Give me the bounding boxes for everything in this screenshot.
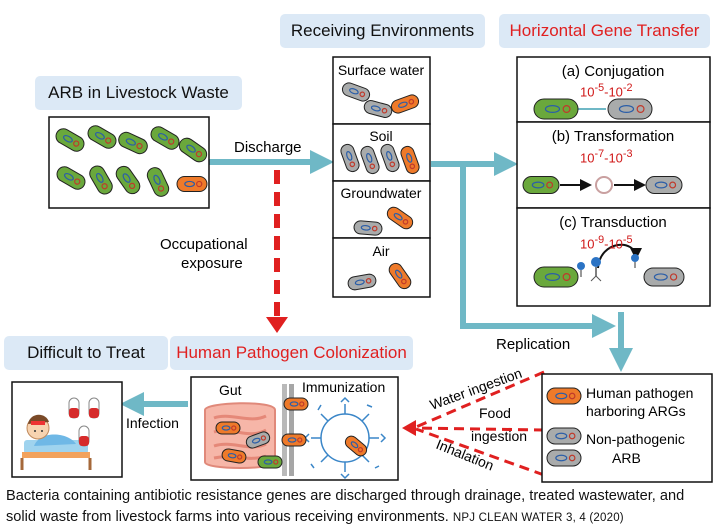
- bacterium-icon: [645, 176, 683, 194]
- transduction-label: (c) Transduction: [559, 214, 667, 231]
- bacterium-icon: [363, 100, 393, 118]
- caption-text: Bacteria containing antibiotic resistanc…: [6, 488, 685, 525]
- conjugation-label: (a) Conjugation: [562, 63, 665, 80]
- bacterium-icon: [221, 448, 247, 464]
- patient-illustration: [20, 414, 92, 470]
- bacterium-icon: [347, 273, 377, 291]
- receiving-environments-title: Receiving Environments: [280, 14, 485, 48]
- medicine-icons: [68, 397, 100, 447]
- human-pathogen-colonization-title: Human Pathogen Colonization: [170, 336, 413, 370]
- transformation-label: (b) Transformation: [552, 128, 675, 145]
- bacterium-icon: [178, 137, 208, 163]
- replication-label: Replication: [496, 336, 570, 353]
- legend-bacteria: [546, 387, 582, 467]
- env-label-soil: Soil: [369, 128, 392, 144]
- colonization-bacteria: [215, 397, 368, 469]
- hgt-illustrations: [560, 108, 646, 282]
- bacterium-icon: [388, 262, 412, 290]
- bacterium-icon: [360, 145, 380, 175]
- immunization-label: Immunization: [302, 379, 385, 395]
- discharge-label: Discharge: [234, 139, 302, 156]
- transformation-rate: 10-7-10-3: [580, 148, 633, 166]
- phage-icon-3: [631, 254, 639, 268]
- bacterium-icon: [546, 387, 582, 405]
- bacterium-icon: [400, 145, 420, 175]
- legend-nonpath-line2: ARB: [612, 450, 641, 466]
- legend-pathogen-line1: Human pathogen: [586, 385, 693, 401]
- difficult-to-treat-title: Difficult to Treat: [4, 336, 168, 370]
- bacterium-icon: [245, 431, 271, 449]
- bacterium-icon: [283, 397, 309, 411]
- bacterium-icon: [115, 165, 141, 195]
- bacterium-icon: [643, 267, 685, 287]
- immune-cell-illustration: [303, 396, 387, 480]
- transduction-rate: 10-9-10-5: [580, 234, 633, 252]
- bacterium-icon: [55, 128, 85, 152]
- caption-source: NPJ CLEAN WATER 3, 4 (2020): [452, 512, 624, 524]
- env-label-groundwater: Groundwater: [341, 185, 422, 201]
- ingestion-arrowhead: [402, 420, 416, 436]
- gut-label: Gut: [219, 382, 242, 398]
- legend-nonpath-line1: Non-pathogenic: [586, 431, 685, 447]
- bacterium-icon: [215, 421, 241, 435]
- diagram-canvas: Surface water Soil Groundwater Air (a) C…: [11, 56, 713, 483]
- bacterium-icon: [340, 143, 360, 173]
- bacterium-icon: [522, 176, 560, 194]
- legend-pathogen-line2: harboring ARGs: [586, 403, 686, 419]
- exposure-label: exposure: [181, 255, 243, 272]
- livestock-bacteria: [55, 125, 208, 197]
- occupational-arrowhead: [266, 317, 288, 333]
- bacterium-icon: [281, 433, 307, 447]
- phage-icon-2: [577, 262, 585, 277]
- env-label-surface-water: Surface water: [338, 62, 425, 78]
- hgt-bacteria: [522, 98, 685, 288]
- bacterium-icon: [257, 455, 283, 469]
- bacterium-icon: [533, 266, 579, 288]
- bacterium-icon: [607, 98, 653, 120]
- free-dna-icon: [595, 176, 613, 194]
- bacterium-icon: [150, 126, 180, 150]
- exposure-arrows: [266, 170, 545, 477]
- bacterium-icon: [353, 220, 383, 236]
- phage-icon: [590, 257, 602, 282]
- transduction-box: [516, 207, 711, 307]
- bacterium-icon: [533, 98, 579, 120]
- bacterium-icon: [344, 435, 368, 457]
- replication-arrow: [460, 164, 616, 338]
- bacterium-icon: [176, 176, 208, 192]
- water-ingestion-arrow: [415, 370, 545, 429]
- bacterium-icon: [386, 206, 414, 230]
- env-label-air: Air: [372, 243, 389, 259]
- environment-bacteria: [340, 82, 420, 291]
- arb-livestock-box: [48, 116, 210, 209]
- inhalation-arrow: [415, 427, 545, 477]
- bacterium-icon: [56, 166, 86, 190]
- bacterium-icon: [118, 131, 148, 155]
- bacterium-icon: [89, 165, 113, 195]
- bacterium-icon: [341, 82, 371, 102]
- bacterium-icon: [380, 143, 400, 173]
- bacterium-icon: [546, 449, 582, 467]
- figure-caption: Bacteria containing antibiotic resistanc…: [6, 486, 718, 529]
- infection-label: Infection: [126, 415, 179, 431]
- conjugation-rate: 10-5-10-2: [580, 82, 633, 100]
- bacterium-icon: [146, 167, 170, 197]
- epithelial-barrier: [282, 384, 294, 476]
- hgt-title: Horizontal Gene Transfer: [499, 14, 710, 48]
- bacterium-icon: [87, 125, 117, 149]
- bacterium-icon: [546, 427, 582, 445]
- food-label: Food: [479, 405, 511, 421]
- ingestion-label: ingestion: [471, 428, 527, 444]
- flow-arrows: [120, 150, 633, 416]
- food-ingestion-arrow: [415, 426, 545, 432]
- occupational-label: Occupational: [160, 236, 248, 253]
- arb-livestock-title: ARB in Livestock Waste: [35, 76, 242, 110]
